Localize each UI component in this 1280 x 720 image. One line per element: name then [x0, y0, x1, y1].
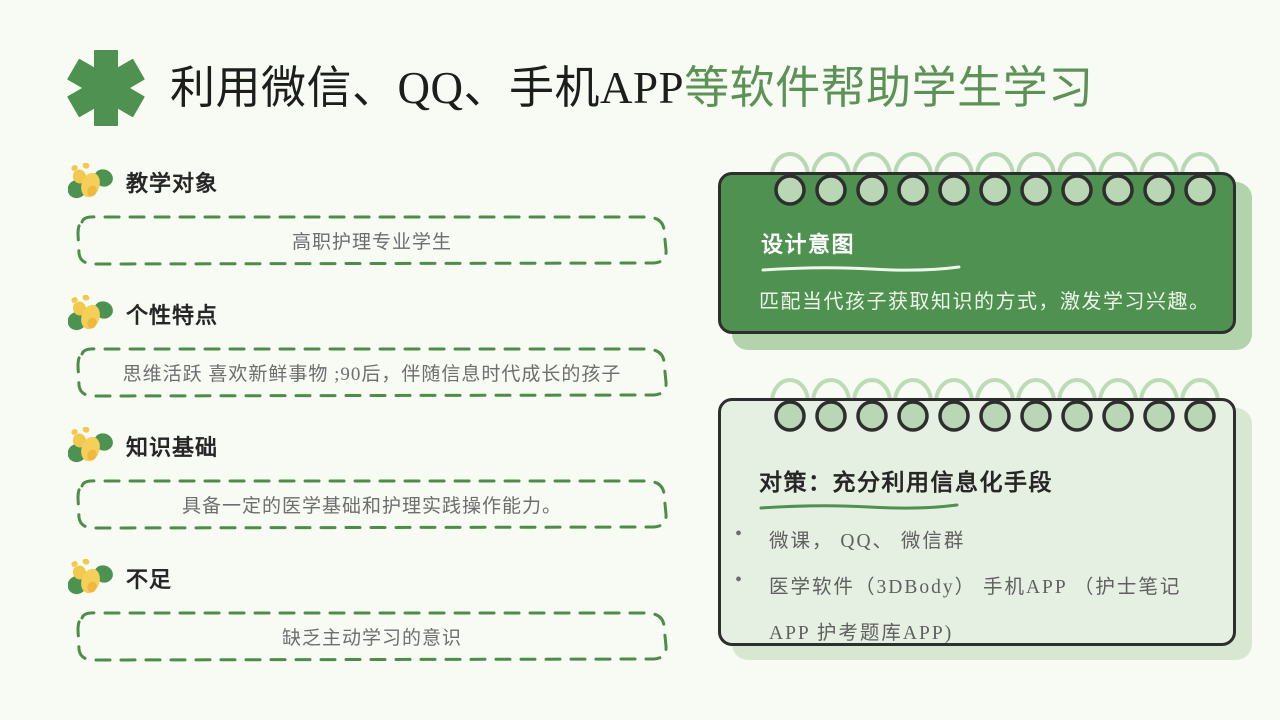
card-title-underline [759, 503, 959, 510]
block-header: 教学对象 [0, 160, 700, 204]
card-bullet-list: • 微课， QQ、 微信群 • 医学软件（3DBody） 手机APP （护士笔记… [735, 519, 1225, 644]
design-intent-card: 设计意图 匹配当代孩子获取知识的方式，激发学习兴趣。 [718, 150, 1252, 350]
dashed-text-box: 高职护理专业学生 [68, 214, 676, 266]
dashed-box-text: 高职护理专业学生 [291, 231, 452, 253]
star-of-life-icon [64, 46, 148, 130]
block-header: 不足 [0, 556, 700, 600]
butterfly-icon [68, 427, 114, 467]
butterfly-icon [68, 295, 114, 335]
card-title-underline [761, 265, 961, 272]
dashed-text-box: 缺乏主动学习的意识 [68, 610, 676, 662]
block-header: 个性特点 [0, 292, 700, 336]
bullet-marker: • [735, 523, 743, 545]
dashed-box-text: 缺乏主动学习的意识 [281, 627, 462, 649]
list-item-text: APP 护考题库APP) [769, 623, 954, 644]
dashed-text-box: 思维活跃 喜欢新鲜事物 ;90后，伴随信息时代成长的孩子 [68, 346, 676, 398]
slide-title-row: 利用微信、QQ、手机APP等软件帮助学生学习 [64, 38, 1244, 138]
block-header: 知识基础 [0, 424, 700, 468]
dashed-border [76, 479, 668, 530]
dashed-box-text: 思维活跃 喜欢新鲜事物 ;90后，伴随信息时代成长的孩子 [122, 363, 622, 385]
butterfly-icon [68, 163, 114, 203]
list-item-text: 微课， QQ、 微信群 [769, 531, 966, 552]
card-surface: 对策：充分利用信息化手段 • 微课， QQ、 微信群 • 医学软件（3DBody… [718, 398, 1236, 646]
card-title: 设计意图 [761, 233, 856, 258]
block-heading: 个性特点 [126, 304, 219, 329]
left-column: 教学对象 高职护理专业学生 [0, 160, 700, 662]
info-block-knowledge-base: 知识基础 具备一定的医学基础和护理实践操作能力。 [0, 424, 700, 530]
list-item-continuation: APP 护考题库APP) [735, 611, 1225, 644]
block-heading: 不足 [126, 568, 173, 593]
card-surface: 设计意图 匹配当代孩子获取知识的方式，激发学习兴趣。 [718, 172, 1236, 334]
block-heading: 教学对象 [126, 172, 219, 197]
dashed-text-box: 具备一定的医学基础和护理实践操作能力。 [68, 478, 676, 530]
card-body-text: 匹配当代孩子获取知识的方式，激发学习兴趣。 [759, 291, 1211, 313]
dashed-border [76, 611, 668, 662]
dashed-box-text: 具备一定的医学基础和护理实践操作能力。 [181, 495, 562, 517]
info-block-personality: 个性特点 思维活跃 喜欢新鲜事物 ;90后，伴随信息时代成长的孩子 [0, 292, 700, 398]
bullet-marker: • [735, 569, 743, 591]
butterfly-icon [68, 559, 114, 599]
page-title: 利用微信、QQ、手机APP等软件帮助学生学习 [170, 62, 1094, 113]
page-title-dark-part: 利用微信、QQ、手机APP [170, 62, 685, 113]
countermeasure-card: 对策：充分利用信息化手段 • 微课， QQ、 微信群 • 医学软件（3DBody… [718, 378, 1252, 663]
list-item: • 医学软件（3DBody） 手机APP （护士笔记 [735, 565, 1225, 611]
dashed-border [76, 215, 668, 266]
info-block-teaching-target: 教学对象 高职护理专业学生 [0, 160, 700, 266]
card-title: 对策：充分利用信息化手段 [759, 470, 1053, 496]
dashed-border [76, 347, 668, 398]
block-heading: 知识基础 [126, 436, 219, 461]
info-block-shortcoming: 不足 缺乏主动学习的意识 [0, 556, 700, 662]
list-item-text: 医学软件（3DBody） 手机APP （护士笔记 [769, 577, 1182, 598]
page-title-green-part: 等软件帮助学生学习 [684, 62, 1094, 113]
list-item: • 微课， QQ、 微信群 [735, 519, 1225, 565]
